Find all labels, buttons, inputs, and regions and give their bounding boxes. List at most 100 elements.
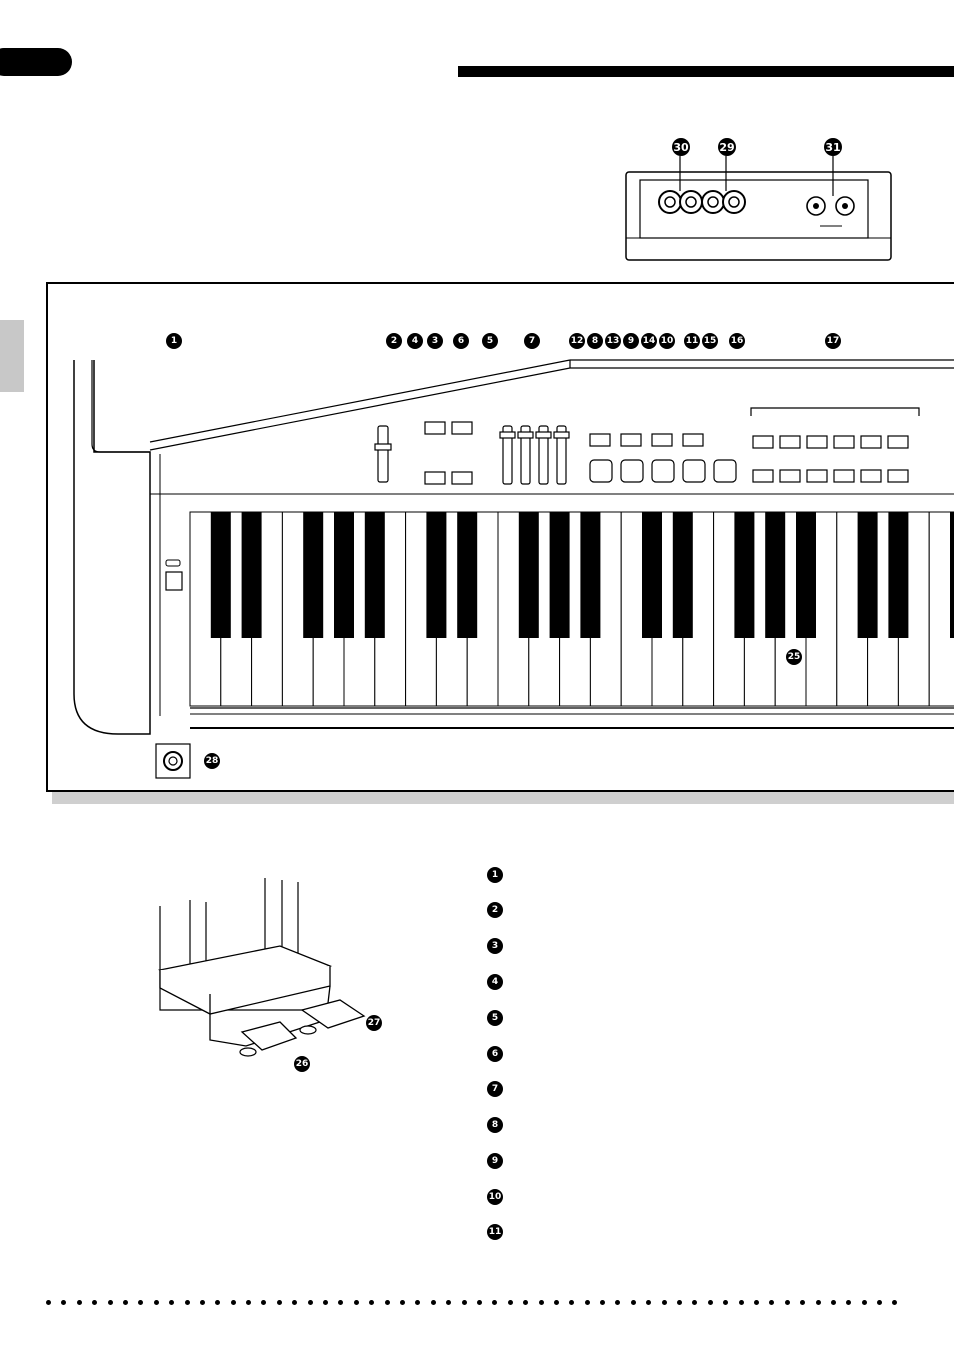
footer-dotted-rule	[46, 1300, 908, 1305]
footer-dot	[384, 1300, 390, 1305]
footer-dot	[353, 1300, 359, 1305]
page-number-tab	[0, 48, 72, 76]
callout-6: 6	[453, 333, 469, 349]
callout-28: 28	[204, 753, 220, 769]
voice-button	[779, 469, 801, 483]
footer-dot	[153, 1300, 159, 1305]
footer-dot	[646, 1300, 652, 1305]
footer-dot	[476, 1300, 482, 1305]
footer-dot	[230, 1300, 236, 1305]
footer-dot	[723, 1300, 729, 1305]
footer-dot	[169, 1300, 175, 1305]
footer-dot	[523, 1300, 529, 1305]
callout-31: 31	[824, 138, 842, 156]
footer-dot	[538, 1300, 544, 1305]
voice-button	[833, 435, 855, 449]
footer-dot	[107, 1300, 113, 1305]
footer-dot	[877, 1300, 883, 1305]
black-key	[241, 512, 262, 638]
rear-panel-svg	[625, 156, 892, 261]
footer-dot	[461, 1300, 467, 1305]
black-key	[518, 512, 539, 638]
footer-dot	[307, 1300, 313, 1305]
footer-dot	[584, 1300, 590, 1305]
callout-26: 26	[294, 1056, 310, 1072]
legend-11: 11	[487, 1224, 503, 1240]
footer-dot	[92, 1300, 98, 1305]
footer-dot	[399, 1300, 405, 1305]
voice-button	[860, 435, 882, 449]
callout-14: 14	[641, 333, 657, 349]
legend-8: 8	[487, 1117, 503, 1133]
footer-dot	[600, 1300, 606, 1305]
black-key	[426, 512, 447, 638]
black-key	[303, 512, 324, 638]
footer-dot	[769, 1300, 775, 1305]
legend-1: 1	[487, 867, 503, 883]
footer-dot	[261, 1300, 267, 1305]
black-key	[457, 512, 478, 638]
legend-4: 4	[487, 974, 503, 990]
callout-4: 4	[407, 333, 423, 349]
header-rule	[458, 66, 954, 77]
callout-27: 27	[366, 1015, 382, 1031]
black-key	[950, 512, 954, 638]
callout-29: 29	[718, 138, 736, 156]
voice-button	[752, 435, 774, 449]
footer-dot	[446, 1300, 452, 1305]
footer-dot	[830, 1300, 836, 1305]
section-tab	[0, 320, 24, 392]
footer-dot	[61, 1300, 67, 1305]
pedal-svg	[157, 878, 366, 1057]
rear-panel-diagram	[620, 136, 900, 266]
audio-jack-group	[658, 190, 746, 214]
black-key	[334, 512, 354, 638]
footer-dot	[753, 1300, 759, 1305]
footer-dot	[122, 1300, 128, 1305]
footer-dot	[323, 1300, 329, 1305]
black-key	[888, 512, 909, 638]
footer-dot	[276, 1300, 282, 1305]
callout-15: 15	[702, 333, 718, 349]
keyboard-diagram-shadow	[52, 792, 954, 804]
black-key	[765, 512, 786, 638]
black-key	[364, 512, 385, 638]
footer-dot	[415, 1300, 421, 1305]
callout-17: 17	[825, 333, 841, 349]
legend-10: 10	[487, 1189, 503, 1205]
footer-dot	[784, 1300, 790, 1305]
footer-dot	[199, 1300, 205, 1305]
black-key	[734, 512, 755, 638]
black-key	[672, 512, 693, 638]
footer-dot	[677, 1300, 683, 1305]
pedal-diagram	[150, 870, 400, 1080]
callout-30: 30	[672, 138, 690, 156]
voice-button	[833, 469, 855, 483]
footer-dot	[76, 1300, 82, 1305]
black-key	[549, 512, 570, 638]
footer-dot	[569, 1300, 575, 1305]
callout-11: 11	[684, 333, 700, 349]
footer-dot	[369, 1300, 375, 1305]
callout-13: 13	[605, 333, 621, 349]
footer-dot	[184, 1300, 190, 1305]
white-key	[928, 511, 954, 707]
voice-button	[860, 469, 882, 483]
footer-dot	[892, 1300, 898, 1305]
callout-9: 9	[623, 333, 639, 349]
legend-3: 3	[487, 938, 503, 954]
footer-dot	[246, 1300, 252, 1305]
voice-button	[806, 469, 828, 483]
footer-dot	[630, 1300, 636, 1305]
black-key	[642, 512, 662, 638]
footer-dot	[553, 1300, 559, 1305]
footer-dot	[215, 1300, 221, 1305]
footer-dot	[492, 1300, 498, 1305]
black-key	[857, 512, 878, 638]
footer-dot	[46, 1300, 51, 1305]
voice-button	[779, 435, 801, 449]
callout-8: 8	[587, 333, 603, 349]
legend-6: 6	[487, 1046, 503, 1062]
footer-dot	[846, 1300, 852, 1305]
voice-button	[752, 469, 774, 483]
